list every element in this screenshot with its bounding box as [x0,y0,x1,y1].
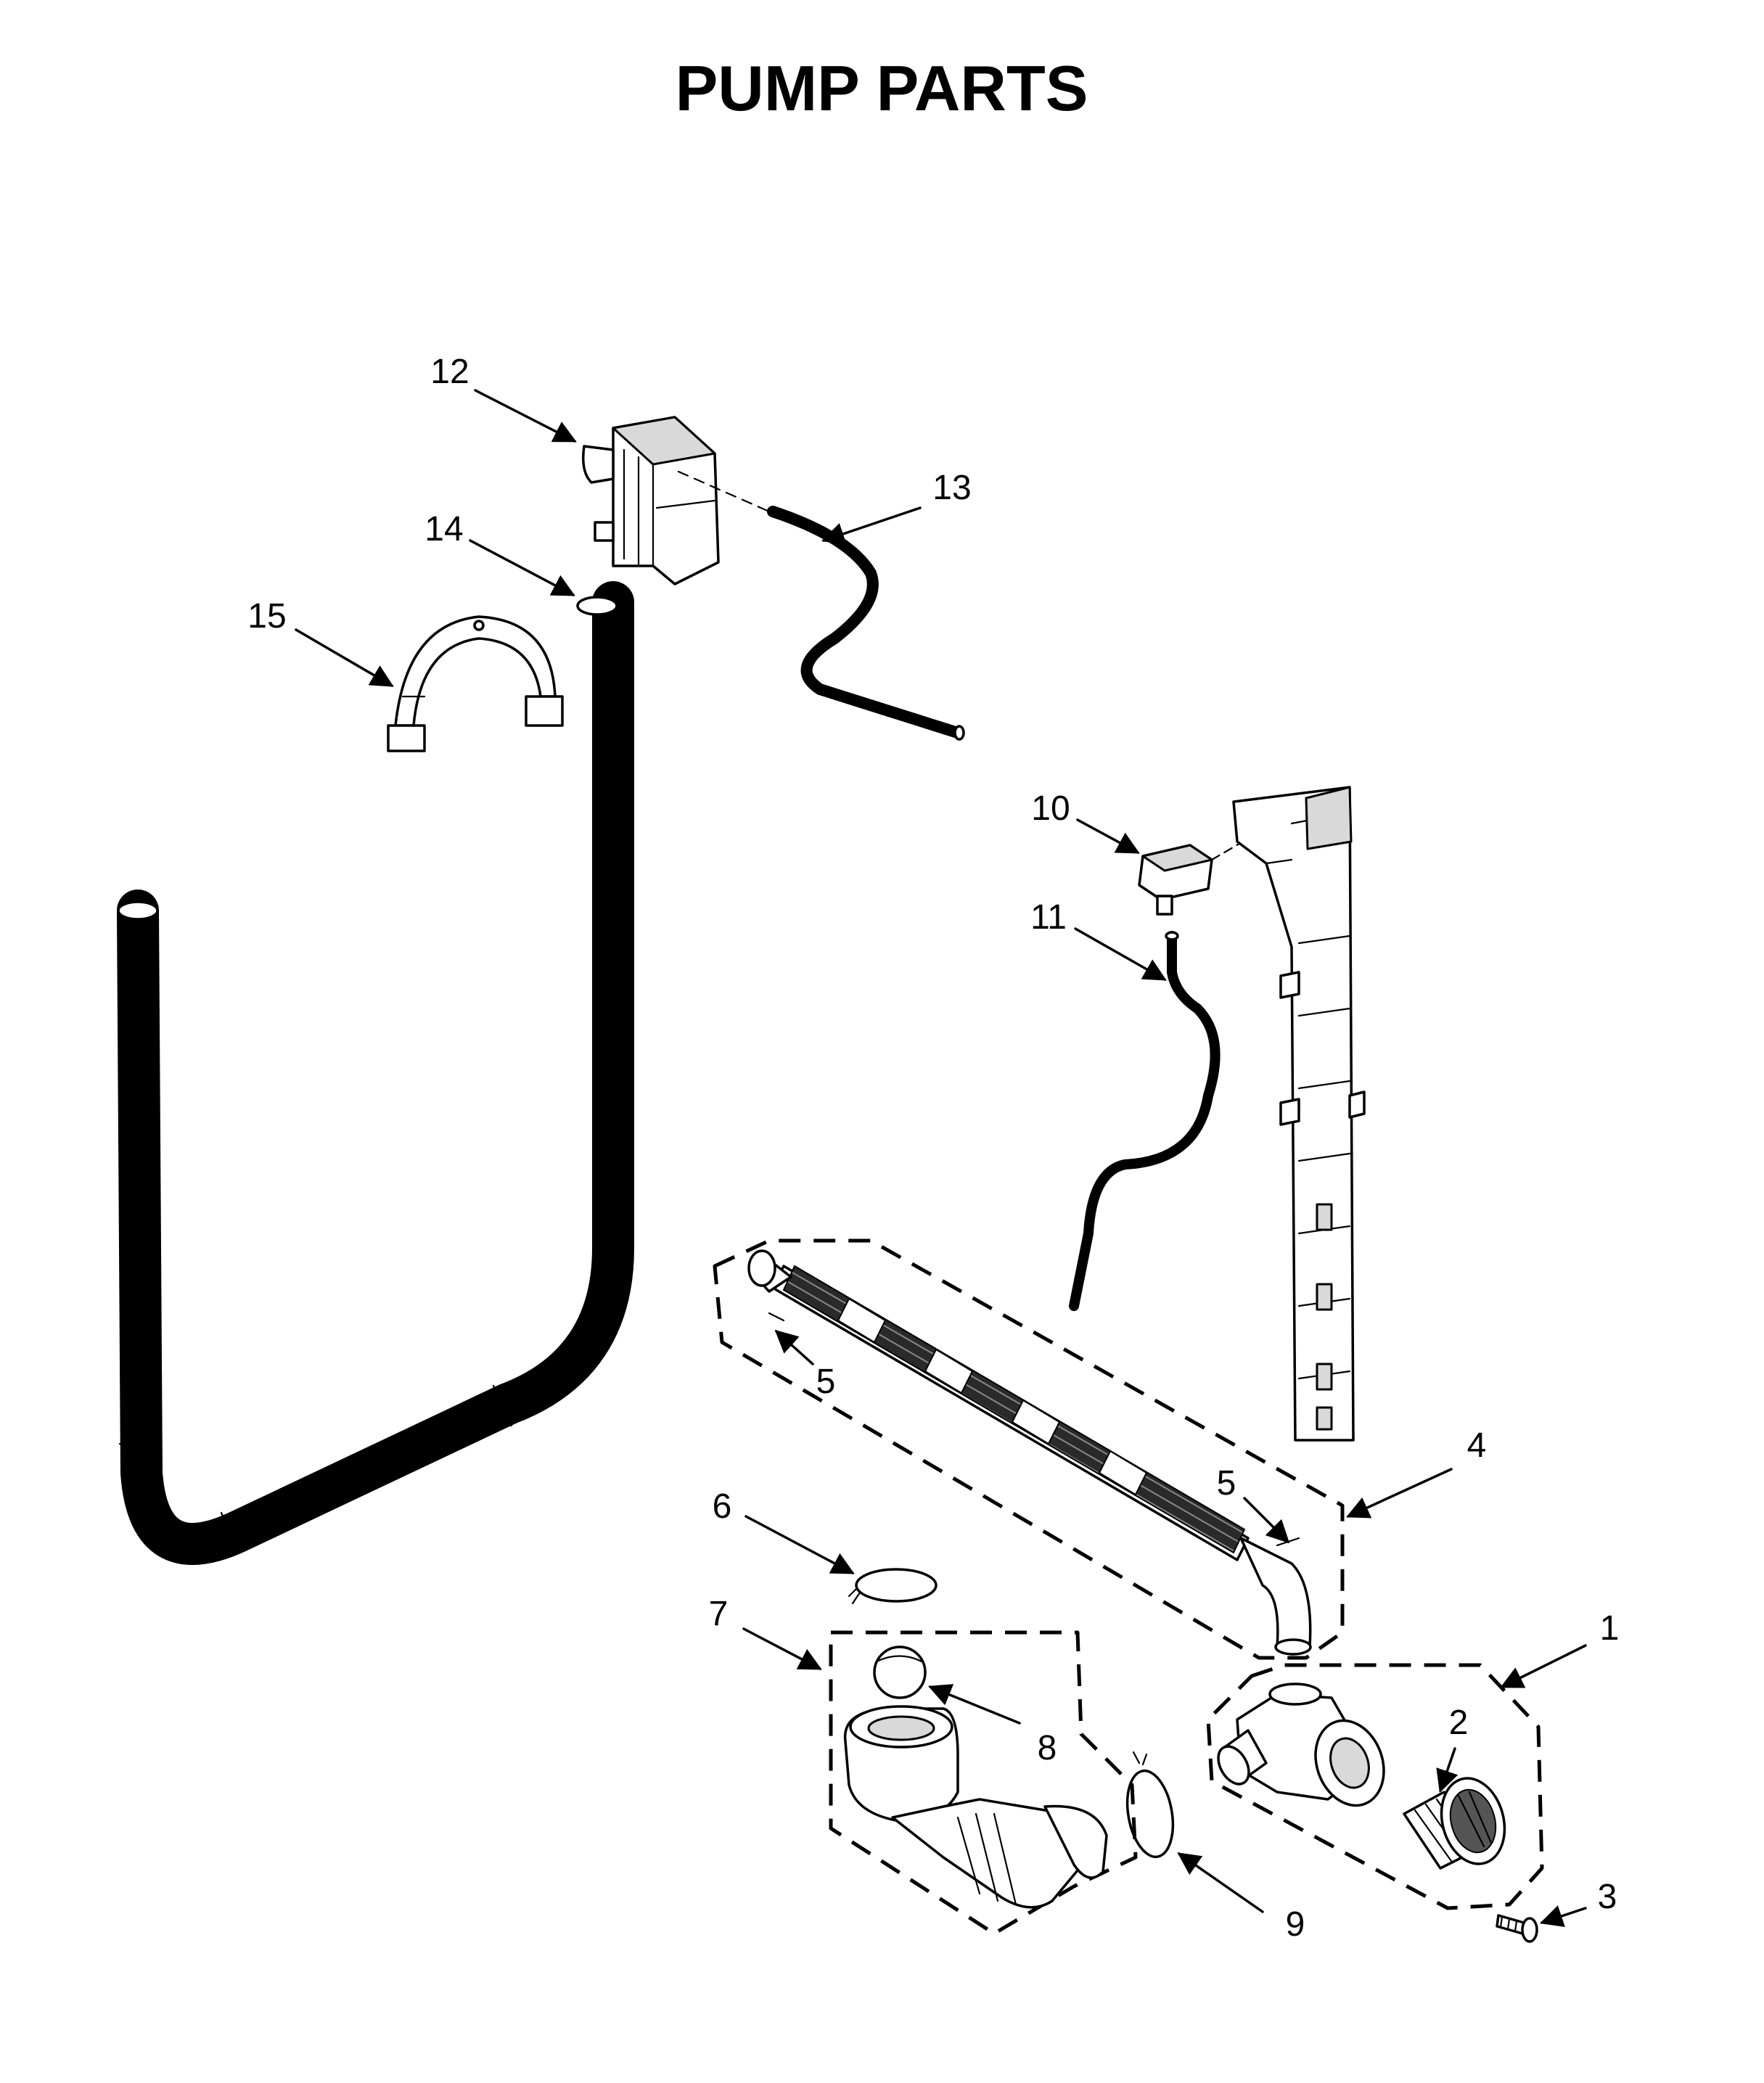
callout-14: 14 [424,510,463,549]
clamp-part-9 [1125,1751,1175,1859]
callout-4: 4 [1467,1426,1487,1465]
callout-11: 11 [1030,898,1067,937]
callout-1: 1 [1600,1609,1620,1648]
sensor-part-10 [1138,833,1257,916]
clamp-part-6 [848,1568,938,1605]
callout-6: 6 [713,1487,732,1526]
screw-part-3 [1496,1914,1538,1943]
callout-12: 12 [430,353,469,391]
callout-9: 9 [1286,1905,1305,1944]
callout-2: 2 [1449,1704,1469,1742]
sensor-hose-part-11 [1069,931,1221,1311]
sump-part-7 [829,1630,1138,1936]
callout-15: 15 [247,597,286,636]
vent-part-12 [582,416,720,586]
circulation-hose-part-4 [713,1238,1345,1660]
callout-3: 3 [1598,1878,1617,1916]
mounting-bracket [1232,786,1366,1442]
hose-bracket-part-15 [387,615,564,752]
callout-8: 8 [1038,1729,1057,1767]
callout-10: 10 [1031,789,1070,828]
pump-filter-part-2 [1403,1777,1506,1870]
page-title: PUMP PARTS [676,52,1088,124]
check-ball-part-8 [873,1646,927,1699]
vent-tube-part-13 [677,470,965,741]
callout-5-upper: 5 [816,1363,836,1401]
drain-pump-part-1 [1206,1663,1544,1910]
callout-5-lower: 5 [1217,1464,1236,1503]
callout-13: 13 [932,469,971,507]
callout-7: 7 [709,1595,729,1633]
drain-hose-part-14 [117,581,634,1565]
